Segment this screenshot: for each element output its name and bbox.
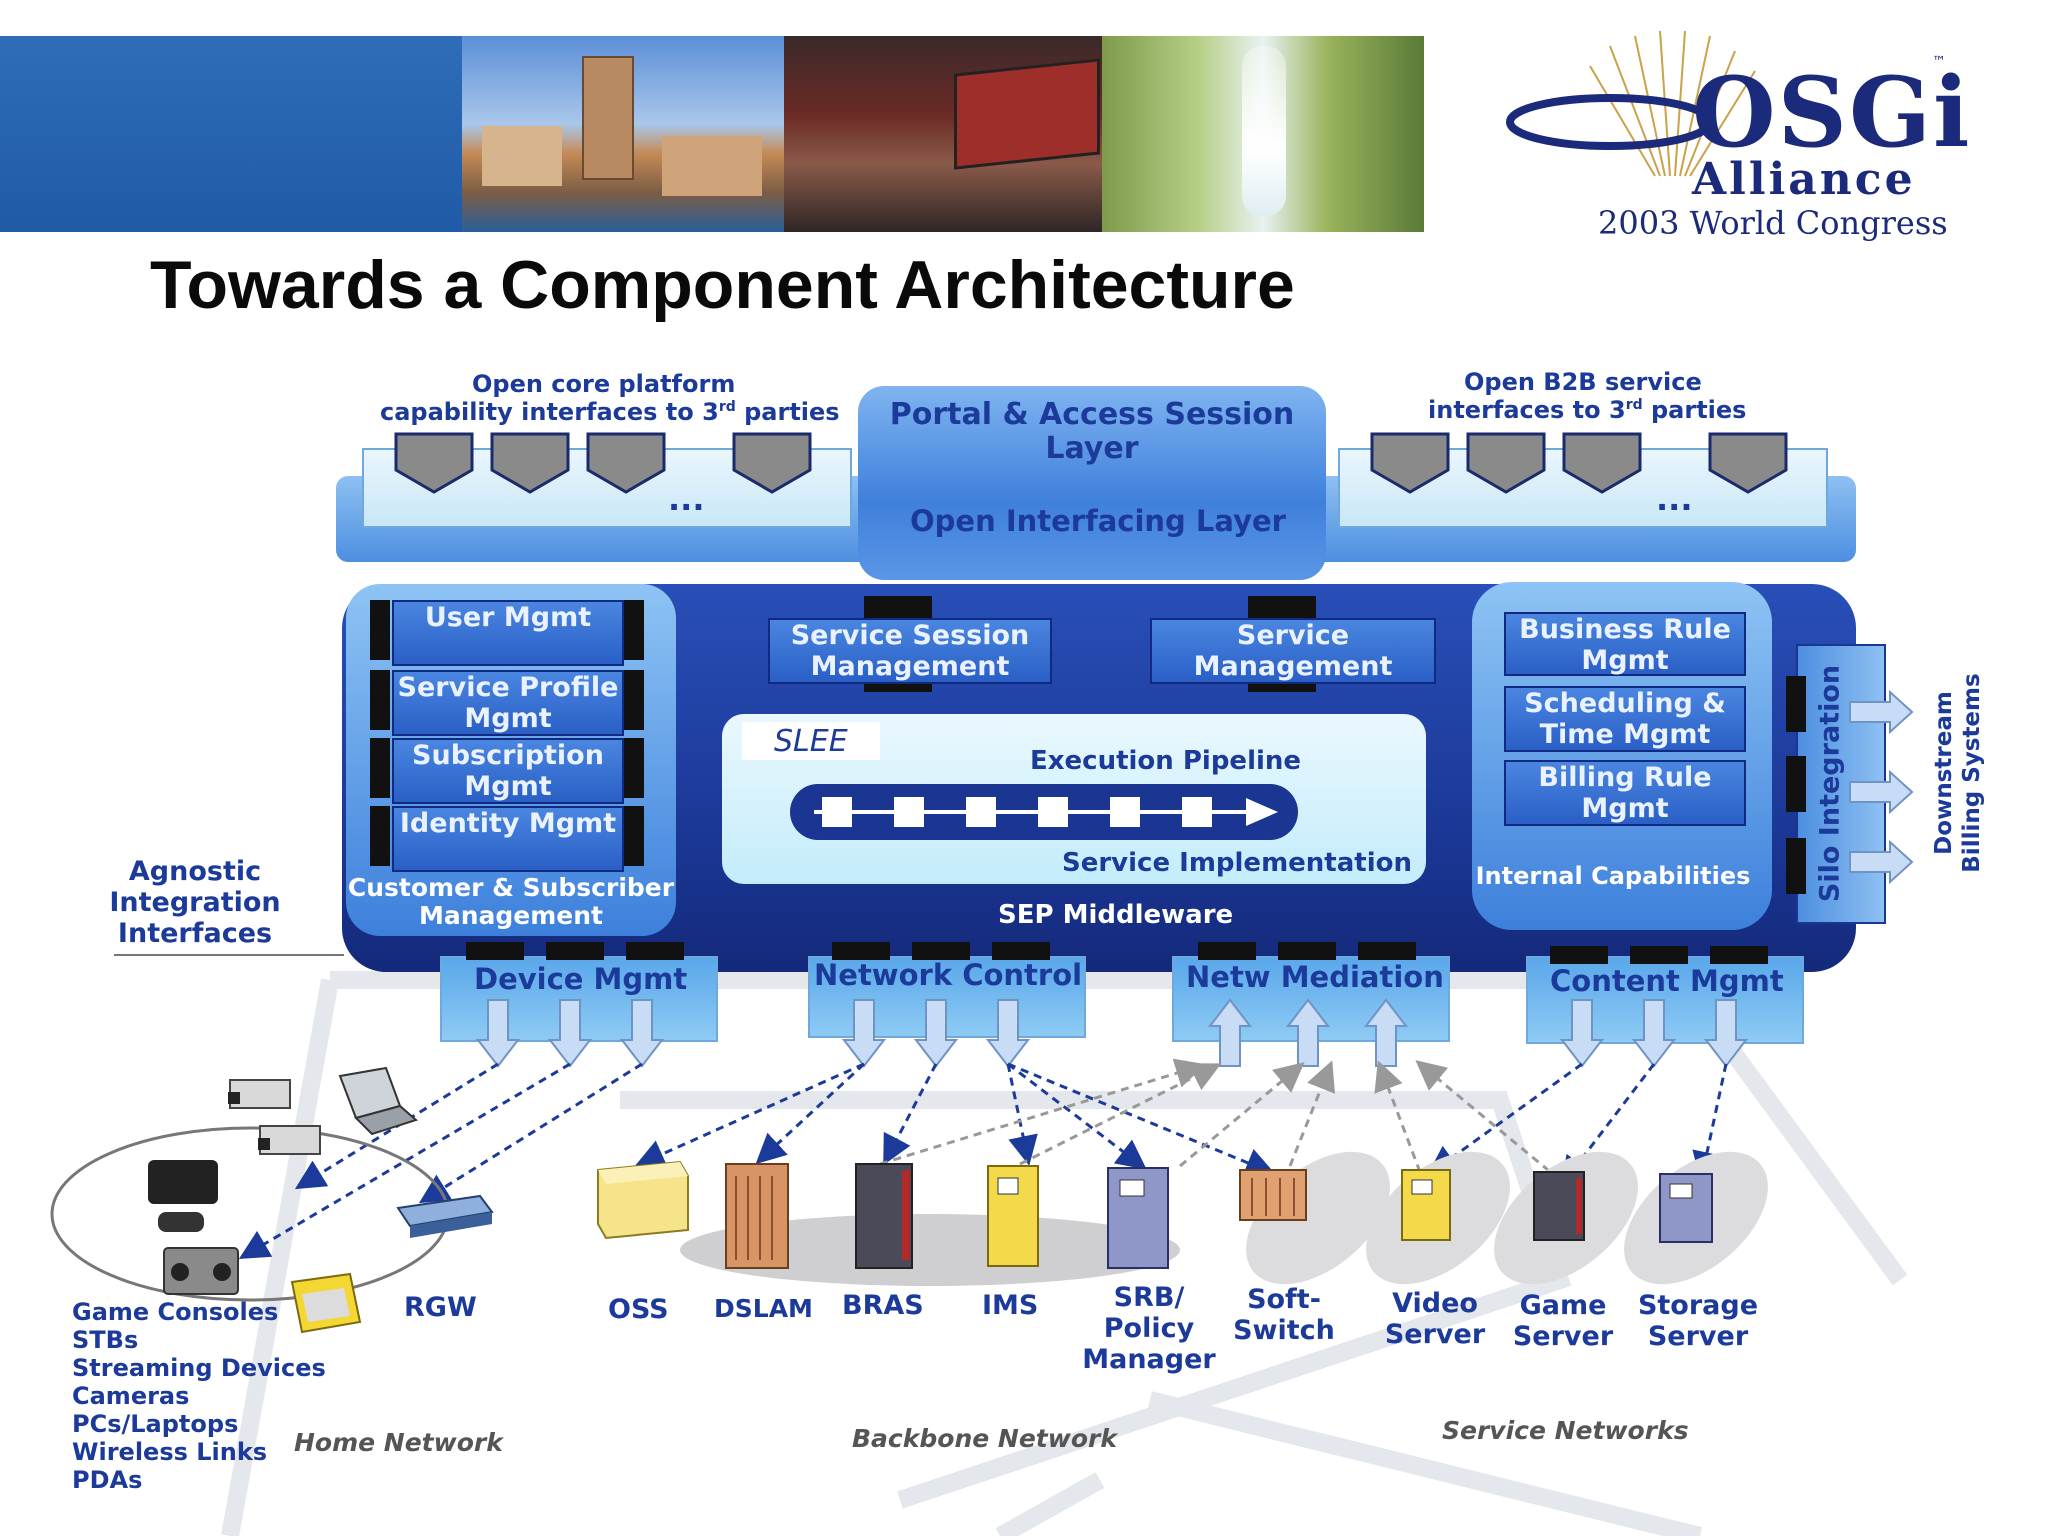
service-profile-module: Service Profile Mgmt (392, 670, 624, 736)
execution-pipeline (790, 784, 1298, 840)
billing-rule-module: Billing Rule Mgmt (1504, 760, 1746, 826)
right-ellipsis: ... (1656, 480, 1693, 518)
service-session-module: Service Session Management (768, 618, 1052, 684)
softswitch-label: Soft- Switch (1233, 1284, 1335, 1346)
portal-label: Portal & Access Session Layer (889, 397, 1295, 466)
interfacing-label: Open Interfacing Layer (910, 504, 1286, 538)
slee-label: SLEE (774, 724, 848, 759)
logo-alliance: Alliance (1692, 154, 1916, 205)
srb-label: SRB/ Policy Manager (1082, 1282, 1216, 1375)
home-device-icons (148, 1066, 494, 1334)
subscription-module: Subscription Mgmt (392, 738, 624, 804)
ims-icon (987, 1165, 1039, 1267)
left-caption-line2: capability interfaces to 3rd parties (380, 398, 840, 426)
execution-label: Execution Pipeline (1030, 746, 1302, 776)
implementation-label: Service Implementation (1062, 848, 1412, 878)
srb-icon (1107, 1167, 1169, 1269)
customer-caption: Customer & Subscriber Management (347, 873, 675, 930)
camera-icon-2 (258, 1125, 321, 1155)
silo-arrows (1849, 690, 1914, 885)
device-mgmt-label: Device Mgmt (474, 962, 688, 996)
logo-tm: ™ (1932, 54, 1946, 70)
game-console-icon (148, 1160, 218, 1232)
server-icons (597, 1160, 1713, 1269)
page-title: Towards a Component Architecture (150, 247, 1295, 323)
service-networks-label: Service Networks (1442, 1416, 1689, 1445)
user-mgmt-module: User Mgmt (392, 600, 624, 666)
content-mgmt-label: Content Mgmt (1550, 964, 1784, 998)
photo-city (462, 36, 784, 232)
internal-caption: Internal Capabilities (1475, 862, 1751, 890)
boombox-icon (163, 1247, 239, 1295)
oss-label: OSS (608, 1294, 669, 1325)
dslam-label: DSLAM (714, 1294, 813, 1323)
agnostic-label: Agnostic Integration Interfaces (109, 856, 281, 949)
video-server-icon (1401, 1169, 1451, 1241)
storage-server-label: Storage Server (1637, 1290, 1759, 1352)
right-caption-line2: interfaces to 3rd parties (1428, 396, 1747, 424)
left-caption-line1: Open core platform (472, 370, 736, 398)
video-server-label: Video Server (1384, 1288, 1486, 1350)
storage-server-icon (1659, 1173, 1713, 1243)
right-caption-line1: Open B2B service (1464, 368, 1702, 396)
sep-label: SEP Middleware (998, 900, 1234, 930)
rgw-label: RGW (404, 1292, 477, 1323)
game-server-icon (1533, 1171, 1585, 1241)
silo-connector-3 (1786, 838, 1806, 894)
softswitch-icon (1239, 1169, 1307, 1221)
photo-fountain (1102, 36, 1424, 232)
game-server-label: Game Server (1512, 1290, 1614, 1352)
rgw-router-icon (396, 1194, 494, 1238)
silo-connector-1 (1786, 676, 1806, 732)
module-arrows (475, 998, 1749, 1068)
service-mgmt-module: Service Management (1150, 618, 1436, 684)
logo-event: 2003 World Congress (1598, 204, 1948, 242)
identity-module: Identity Mgmt (392, 806, 624, 872)
network-control-label: Network Control (814, 958, 1083, 992)
agnostic-underline (114, 954, 344, 956)
home-device-list: Game Consoles STBs Streaming Devices Cam… (72, 1298, 326, 1494)
backbone-network-label: Backbone Network (852, 1424, 1117, 1453)
monitor-icon (290, 1272, 362, 1334)
silo-connector-2 (1786, 756, 1806, 812)
logo-brand: OSGi (1692, 56, 1972, 169)
business-rule-module: Business Rule Mgmt (1504, 612, 1746, 676)
photo-crowd (784, 36, 1102, 232)
oss-icon (597, 1160, 689, 1240)
lower-connectors (466, 942, 1768, 964)
scheduling-module: Scheduling & Time Mgmt (1504, 686, 1746, 752)
bras-label: BRAS (842, 1290, 924, 1321)
mediation-label: Netw Mediation (1186, 960, 1444, 994)
osgi-logo (1506, 30, 1756, 177)
portal-layer (858, 386, 1326, 580)
left-ellipsis: ... (668, 480, 705, 518)
bras-icon (855, 1163, 913, 1269)
ims-label: IMS (982, 1290, 1039, 1321)
dslam-icon (725, 1163, 789, 1269)
interface-connectors (394, 432, 1788, 494)
home-network-label: Home Network (294, 1428, 503, 1457)
camera-icon (228, 1079, 291, 1109)
laptop-icon (338, 1066, 418, 1136)
slee-tag (742, 722, 880, 760)
customer-modules (370, 600, 644, 868)
